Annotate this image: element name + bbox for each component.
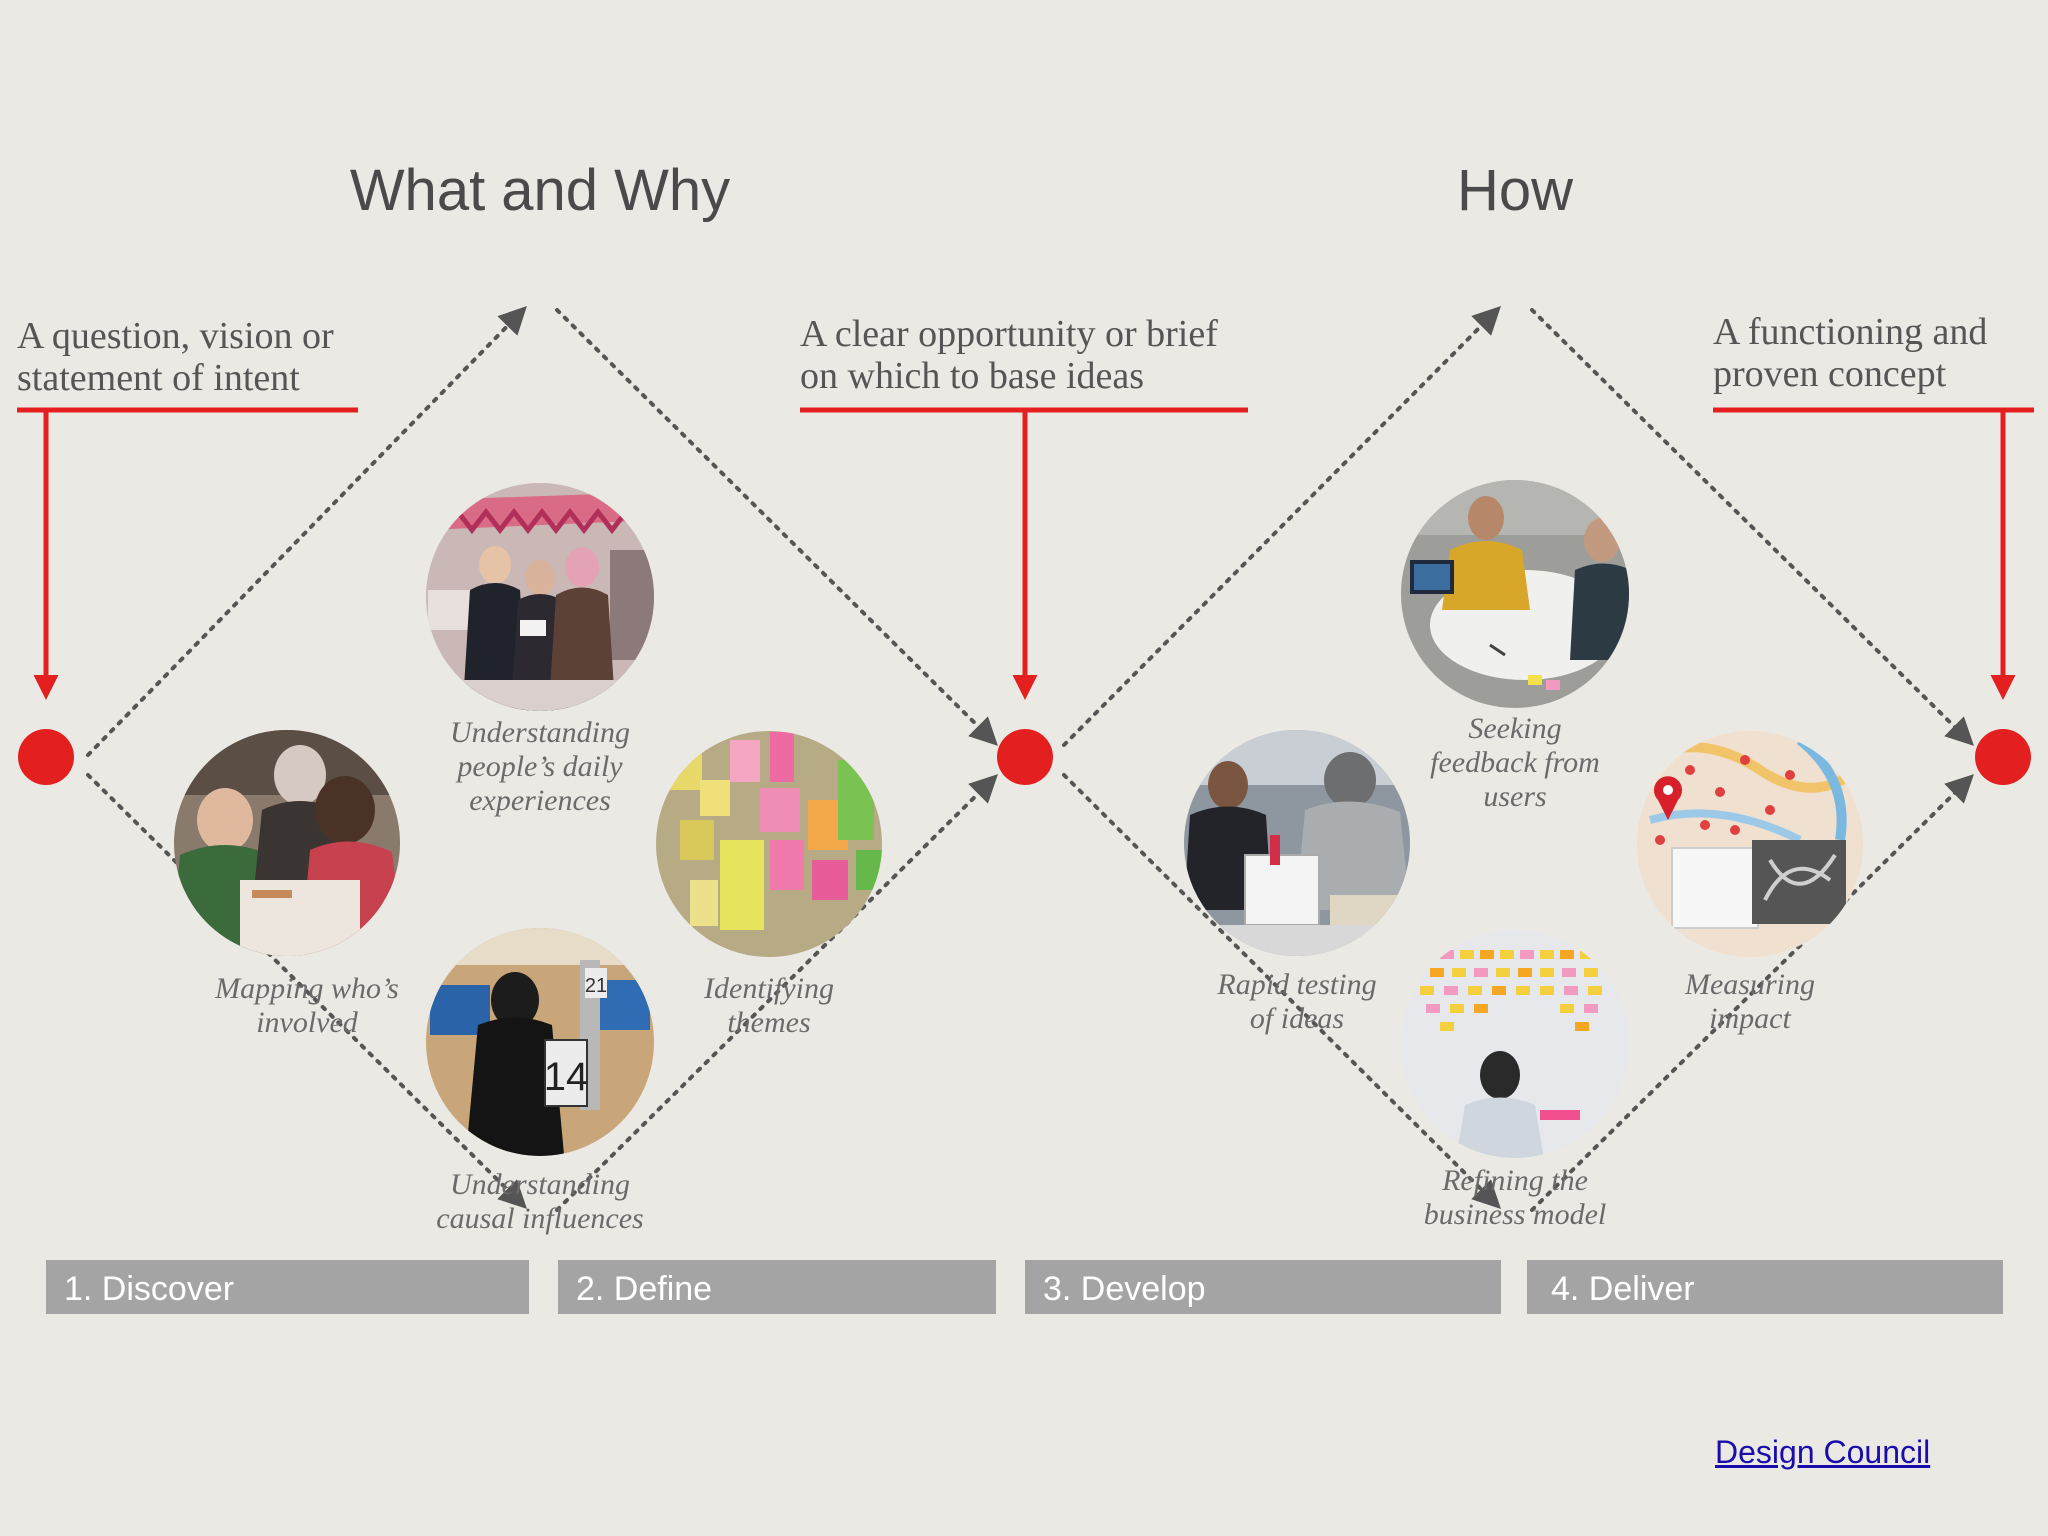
- caption-line: Mapping who’s: [214, 972, 399, 1005]
- input-end-line-2: proven concept: [1713, 353, 1947, 395]
- photo-causal-influences: 14 21: [426, 928, 654, 1156]
- caption-line: causal influences: [436, 1202, 643, 1235]
- how-heading: How: [1457, 158, 1574, 223]
- caption-measuring-impact: Measuring impact: [1684, 968, 1815, 1035]
- caption-line: Refining the: [1441, 1164, 1588, 1197]
- caption-line: business model: [1424, 1198, 1607, 1231]
- phase-bar-deliver: 4. Deliver: [1527, 1260, 2003, 1314]
- phase-label: 4. Deliver: [1551, 1270, 1695, 1308]
- caption-line: people’s daily: [455, 750, 623, 783]
- input-middle-line-2: on which to base ideas: [800, 355, 1144, 397]
- caption-line: Seeking: [1468, 712, 1561, 745]
- red-arrow-start: [17, 407, 358, 700]
- caption-mapping-whos-involved: Mapping who’s involved: [214, 972, 399, 1039]
- red-arrow-end: [1713, 407, 2034, 700]
- phase-bar-define: 2. Define: [558, 1260, 996, 1314]
- phase-label: 2. Define: [576, 1270, 712, 1308]
- caption-line: Rapid testing: [1216, 968, 1376, 1001]
- diamond-discover-define: [86, 305, 998, 1212]
- photo-refining-business-model: [1401, 930, 1629, 1158]
- caption-line: Understanding: [450, 1168, 630, 1201]
- caption-line: Measuring: [1684, 968, 1815, 1001]
- caption-refining-business-model: Refining the business model: [1424, 1164, 1607, 1231]
- caption-seeking-feedback: Seeking feedback from users: [1430, 712, 1600, 813]
- input-end-line-1: A functioning and: [1713, 311, 1987, 353]
- photo-mapping-whos-involved: [174, 730, 400, 956]
- caption-rapid-testing: Rapid testing of ideas: [1216, 968, 1376, 1035]
- middle-point-dot: [997, 729, 1053, 785]
- caption-line: feedback from: [1430, 746, 1600, 779]
- input-statement-end: A functioning and proven concept: [1713, 311, 1987, 395]
- input-statement-middle: A clear opportunity or brief on which to…: [800, 313, 1218, 397]
- caption-line: users: [1483, 780, 1546, 813]
- booth-number-21: 21: [585, 975, 607, 997]
- double-diamond-diagram: What and Why How A question, vision or s…: [0, 120, 2048, 1350]
- phase-bar-discover: 1. Discover: [46, 1260, 529, 1314]
- phase-label: 3. Develop: [1043, 1270, 1206, 1308]
- red-arrow-middle: [800, 407, 1248, 700]
- input-start-line-1: A question, vision or: [17, 315, 334, 357]
- end-point-dot: [1975, 729, 2031, 785]
- input-statement-start: A question, vision or statement of inten…: [17, 315, 334, 399]
- photo-measuring-impact: [1637, 731, 1863, 957]
- caption-line: experiences: [469, 784, 611, 817]
- caption-line: of ideas: [1250, 1002, 1344, 1035]
- caption-people-daily-experiences: Understanding people’s daily experiences: [450, 716, 630, 817]
- caption-identifying-themes: Identifying themes: [703, 972, 834, 1039]
- what-and-why-heading: What and Why: [350, 158, 730, 223]
- diamond-develop-deliver: [1062, 306, 1974, 1212]
- input-start-line-2: statement of intent: [17, 357, 300, 399]
- start-point-dot: [18, 729, 74, 785]
- design-council-link[interactable]: Design Council: [1715, 1434, 1931, 1470]
- caption-line: themes: [727, 1006, 810, 1039]
- caption-line: impact: [1709, 1002, 1791, 1035]
- caption-causal-influences: Understanding causal influences: [436, 1168, 643, 1235]
- booth-number-14: 14: [544, 1055, 589, 1099]
- input-middle-line-1: A clear opportunity or brief: [800, 313, 1218, 355]
- phase-label: 1. Discover: [64, 1270, 234, 1308]
- photo-identifying-themes: [656, 731, 882, 957]
- phase-bar-develop: 3. Develop: [1025, 1260, 1501, 1314]
- caption-line: Understanding: [450, 716, 630, 749]
- photo-people-daily-experiences: [426, 483, 654, 711]
- caption-line: Identifying: [703, 972, 834, 1005]
- caption-line: involved: [256, 1006, 359, 1039]
- photo-seeking-feedback: [1401, 480, 1629, 708]
